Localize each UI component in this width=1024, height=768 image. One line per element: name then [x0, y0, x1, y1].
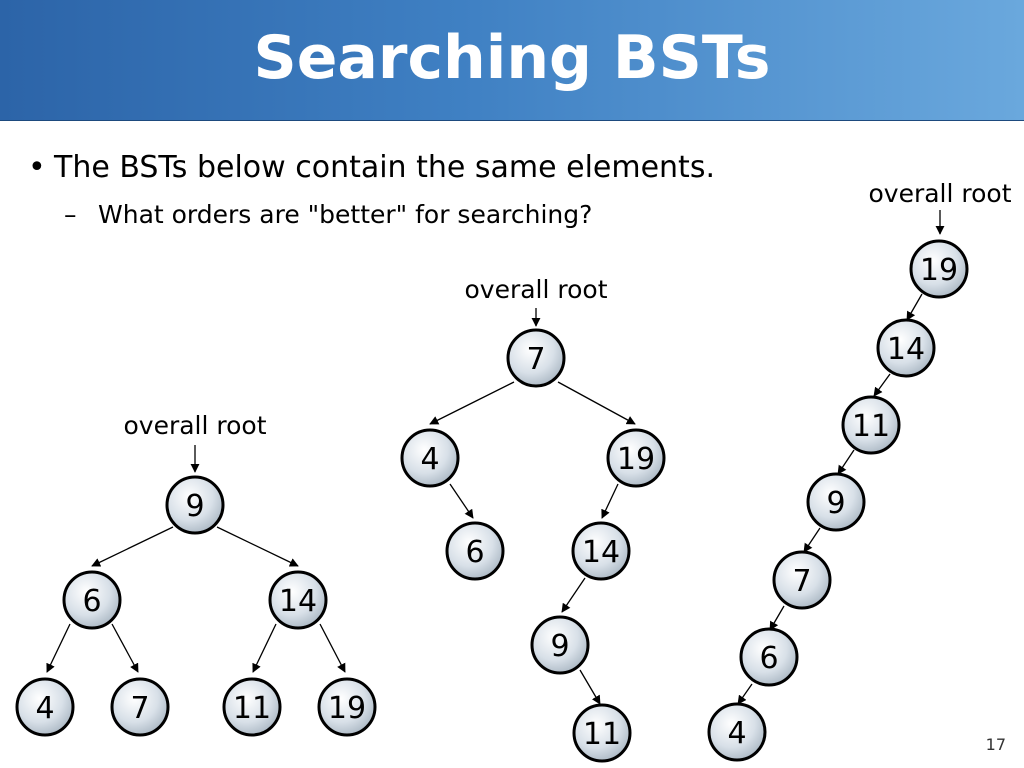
sub-bullet-point: –What orders are "better" for searching?: [64, 200, 592, 229]
tree-node: 7: [506, 328, 566, 388]
node-value: 14: [279, 584, 317, 619]
tree-node: 11: [841, 395, 901, 455]
tree-edge: [429, 381, 515, 425]
bullet-dot-icon: •: [28, 150, 46, 185]
tree-node: 7: [772, 550, 832, 610]
tree-node: 19: [317, 677, 377, 737]
node-value: 14: [582, 535, 620, 570]
node-value: 4: [420, 442, 439, 477]
tree-edge: [319, 623, 346, 673]
tree-node: 11: [572, 703, 632, 763]
tree-edge: [111, 623, 139, 673]
tree-middle: overall root 7 4 19 6 14 9: [400, 275, 666, 763]
title-bar: Searching BSTs: [0, 0, 1024, 121]
node-value: 7: [526, 342, 545, 377]
node-value: 19: [617, 442, 655, 477]
tree-edge: [803, 527, 821, 553]
node-value: 14: [887, 332, 925, 367]
tree-node: 9: [165, 475, 225, 535]
tree-node: 6: [445, 521, 505, 581]
tree-node: 7: [110, 677, 170, 737]
tree-edge: [216, 526, 299, 567]
tree-edge: [873, 373, 891, 397]
tree-node: 4: [707, 702, 767, 762]
page-number: 17: [985, 735, 1006, 754]
node-value: 19: [328, 691, 366, 726]
node-value: 11: [583, 717, 621, 752]
tree-node: 9: [806, 472, 866, 532]
tree-edge: [91, 526, 174, 567]
node-value: 6: [759, 641, 778, 676]
tree-edge: [737, 683, 753, 705]
tree-edge: [906, 293, 923, 321]
node-value: 6: [465, 535, 484, 570]
tree-node: 4: [15, 677, 75, 737]
dash-icon: –: [64, 200, 77, 229]
node-value: 11: [852, 409, 890, 444]
tree-edge: [46, 623, 71, 673]
node-value: 19: [920, 253, 958, 288]
tree-edge: [449, 483, 474, 519]
tree-balanced: overall root 9 6 14 4 7 11: [15, 411, 377, 737]
tree-node: 14: [268, 570, 328, 630]
tree-node: 19: [909, 239, 969, 299]
tree-edge: [557, 381, 636, 425]
node-value: 7: [130, 691, 149, 726]
tree-node: 19: [606, 428, 666, 488]
node-value: 9: [185, 489, 204, 524]
tree-node: 14: [876, 318, 936, 378]
node-value: 9: [550, 629, 569, 664]
node-value: 9: [826, 486, 845, 521]
bullet-text: The BSTs below contain the same elements…: [54, 150, 715, 185]
tree-edge: [769, 605, 785, 631]
root-label: overall root: [123, 411, 266, 440]
tree-node: 4: [400, 428, 460, 488]
sub-bullet-text: What orders are "better" for searching?: [98, 200, 593, 229]
tree-edge: [837, 449, 855, 475]
node-value: 4: [35, 691, 54, 726]
slide-title: Searching BSTs: [253, 23, 771, 93]
tree-node: 14: [571, 521, 631, 581]
tree-node: 9: [530, 615, 590, 675]
node-value: 7: [792, 564, 811, 599]
tree-node: 6: [62, 570, 122, 630]
tree-edge: [561, 577, 586, 613]
tree-edge: [252, 623, 277, 673]
root-label: overall root: [464, 275, 607, 304]
node-value: 4: [727, 716, 746, 751]
tree-edge: [601, 483, 619, 519]
node-value: 11: [233, 691, 271, 726]
node-value: 6: [82, 584, 101, 619]
tree-edge: [579, 669, 601, 705]
bullet-point: •The BSTs below contain the same element…: [28, 150, 715, 185]
root-label: overall root: [868, 179, 1011, 208]
tree-node: 6: [739, 627, 799, 687]
tree-node: 11: [222, 677, 282, 737]
tree-chain: overall root 19 14 11 9 7 6: [707, 179, 1012, 762]
